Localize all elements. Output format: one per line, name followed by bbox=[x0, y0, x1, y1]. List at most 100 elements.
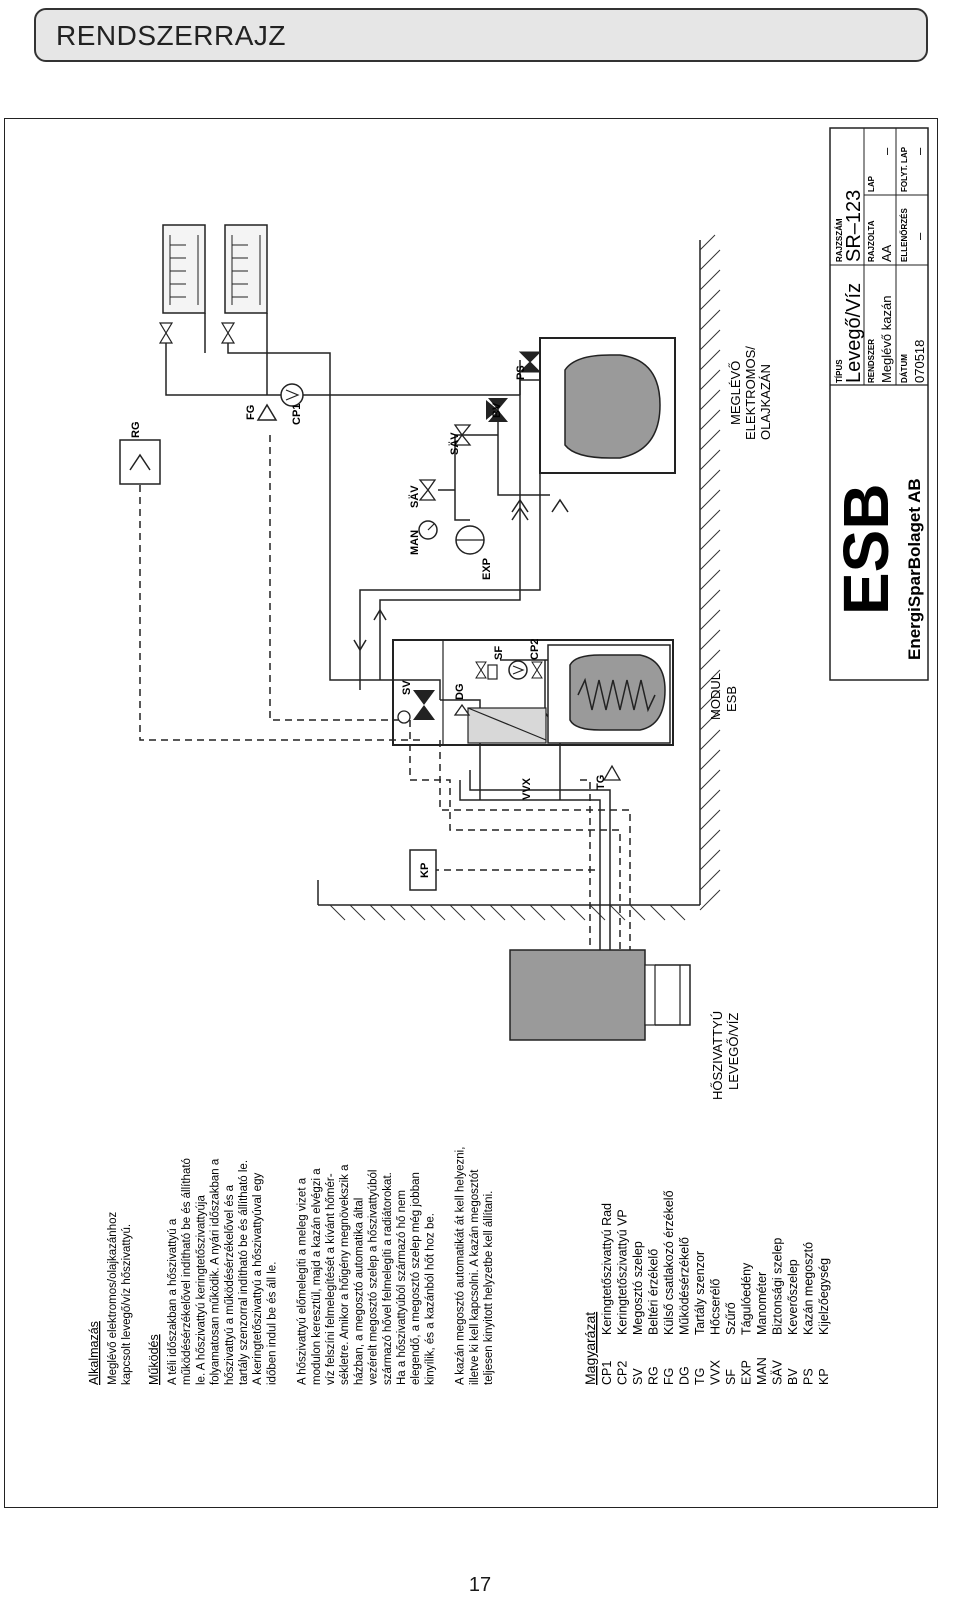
operation-line: időben indul be és áll le. bbox=[266, 1262, 278, 1385]
legend-desc: Működésérzékelő bbox=[678, 1237, 692, 1335]
label-bv: BV bbox=[491, 402, 503, 418]
module-label-2: ESB bbox=[724, 686, 739, 712]
radiator-2 bbox=[224, 224, 268, 314]
boiler-label-2: ELEKTROMOS/ bbox=[743, 346, 758, 440]
radiator-1 bbox=[162, 224, 206, 314]
application-line: kapcsolt levegő/víz hőszivattyú. bbox=[121, 1224, 133, 1385]
page-title: RENDSZERRAJZ bbox=[56, 20, 287, 51]
rajzszam-label: RAJZSZÁM bbox=[835, 218, 844, 262]
page-number: 17 bbox=[468, 1574, 492, 1596]
expansion-tank-exp bbox=[455, 525, 485, 555]
rajzolta-value: AA bbox=[879, 244, 894, 262]
legend-code: EXP bbox=[740, 1360, 754, 1385]
building-wall bbox=[317, 234, 721, 921]
folyt-value: – bbox=[912, 147, 927, 155]
legend-desc: Tartály szenzor bbox=[693, 1251, 707, 1335]
legend-code: PS bbox=[802, 1368, 816, 1385]
operation-line: származó hővel felmelegíti a radiátoroka… bbox=[382, 1172, 394, 1385]
operation-line: le. A hőszivattyú keringtetőszivattyúja bbox=[195, 1195, 207, 1385]
outdoor-sensor-fg bbox=[256, 403, 278, 421]
legend-code: SF bbox=[724, 1369, 738, 1385]
legend-code: DG bbox=[678, 1366, 692, 1385]
operation-line: elegendő, a megosztó szelep még jobban bbox=[410, 1172, 422, 1385]
mixing-valve-bv bbox=[486, 398, 508, 422]
legend-code: FG bbox=[662, 1368, 676, 1385]
operation-line: kinyílik, és a kazánból hőt hoz be. bbox=[424, 1213, 436, 1385]
room-sensor-rg bbox=[119, 439, 161, 485]
label-dg: DG bbox=[454, 684, 466, 701]
pump-cp1 bbox=[280, 383, 304, 407]
tipus-label: TÍPUS bbox=[835, 359, 844, 383]
legend-heading: Magyarázat bbox=[582, 1312, 598, 1385]
operation-sensor-dg bbox=[453, 703, 471, 716]
label-cp1: CP1 bbox=[291, 404, 303, 425]
label-sav2: SÄV bbox=[408, 485, 421, 508]
heatpump-label-2: LEVEGŐ/VÍZ bbox=[726, 1013, 741, 1090]
legend-desc: Manométer bbox=[755, 1272, 769, 1335]
rendszer-value: Meglévő kazán bbox=[879, 296, 894, 383]
rendszer-label: RENDSZER bbox=[867, 339, 876, 383]
datum-value: 070518 bbox=[912, 340, 927, 383]
filter-sf bbox=[475, 661, 498, 680]
legend-code: KP bbox=[817, 1368, 831, 1385]
splitter-valve-sv bbox=[397, 690, 435, 724]
legend-desc: Tágulóedény bbox=[740, 1262, 754, 1335]
heatpump-label-1: HŐSZIVATTYÚ bbox=[710, 1011, 725, 1100]
operation-line: A keringtetőszivattyú a hőszivattyúval e… bbox=[252, 1173, 264, 1385]
legend-desc: Beltéri érzékelő bbox=[647, 1249, 661, 1335]
label-kp: KP bbox=[419, 863, 431, 878]
legend-code: TG bbox=[693, 1368, 707, 1385]
drawing-frame bbox=[4, 118, 938, 1508]
label-fg: FG bbox=[245, 405, 257, 420]
existing-boiler bbox=[539, 337, 676, 474]
ellenorzes-label: ELLENŐRZÉS bbox=[900, 208, 909, 262]
label-tg: TG bbox=[595, 775, 607, 790]
legend-code: RG bbox=[647, 1366, 661, 1385]
legend-desc: Megosztó szelep bbox=[631, 1241, 645, 1335]
legend-desc: Keringtetőszivattyú VP bbox=[616, 1209, 630, 1335]
operation-line: hőszivattyú a működésérzékelővel és a bbox=[224, 1184, 236, 1385]
legend-desc: Biztonsági szelep bbox=[771, 1238, 785, 1335]
label-cp2: CP2 bbox=[529, 639, 541, 660]
label-vvx: VVX bbox=[521, 777, 533, 800]
operation-line: házban, a megosztó automatika által bbox=[353, 1198, 365, 1385]
operation-line: vezérelt megosztó szelep a hőszivattyúbó… bbox=[368, 1170, 380, 1385]
boiler-label-1: MEGLÉVŐ bbox=[728, 361, 743, 425]
module-esb bbox=[392, 639, 674, 746]
operation-line: Ha a hőszivattyúból származó hő nem bbox=[396, 1190, 408, 1385]
boiler-label-3: OLAJKAZÁN bbox=[758, 364, 773, 440]
boiler-splitter-ps bbox=[518, 351, 542, 373]
operation-line: modulon keresztül, majd a kazán elvégzi … bbox=[311, 1168, 323, 1385]
legend-code: VVX bbox=[709, 1359, 723, 1385]
legend-code: CP1 bbox=[600, 1361, 614, 1385]
safety-valve-sav-2 bbox=[418, 479, 437, 501]
display-unit-kp bbox=[409, 849, 437, 891]
legend-desc: Szűrő bbox=[724, 1302, 738, 1335]
label-sav: SÄV bbox=[448, 432, 461, 455]
operation-line: folyamatosan működik. A nyári időszakban… bbox=[210, 1158, 222, 1385]
control-wiring bbox=[139, 435, 631, 950]
operation-line: tartály szenzorral indítható be és állít… bbox=[238, 1160, 250, 1385]
legend-desc: Külső csatlakozó érzékelő bbox=[662, 1190, 676, 1335]
operation-line: víz felszíni felmelegítését a kívánt hőm… bbox=[325, 1173, 337, 1385]
ellenorzes-value: – bbox=[912, 232, 927, 240]
label-sv: SV bbox=[401, 680, 413, 695]
module-label-1: MODUL bbox=[708, 673, 723, 720]
rajzszam-value: SR–123 bbox=[843, 190, 865, 262]
header-box: RENDSZERRAJZ bbox=[34, 8, 928, 62]
legend-desc: Keringtetőszivattyú Rad bbox=[600, 1203, 614, 1335]
legend-desc: Kazán megosztó bbox=[802, 1242, 816, 1335]
folyt-label: FOLYT. LAP bbox=[900, 146, 909, 192]
tank-sensor-tg bbox=[602, 764, 622, 781]
lap-value: – bbox=[879, 147, 894, 155]
lap-label: LAP bbox=[867, 175, 876, 192]
rajzolta-label: RAJZOLTA bbox=[867, 220, 876, 262]
application-heading: Alkalmazás bbox=[87, 1321, 101, 1385]
operation-line: működésérzékelővel indítható be és állít… bbox=[181, 1158, 193, 1385]
legend-code: SÄV bbox=[771, 1359, 785, 1385]
pump-cp2 bbox=[508, 660, 543, 680]
legend-code: MAN bbox=[755, 1357, 769, 1385]
manometer-man bbox=[418, 520, 438, 540]
legend-desc: Hőcserélő bbox=[709, 1279, 723, 1335]
